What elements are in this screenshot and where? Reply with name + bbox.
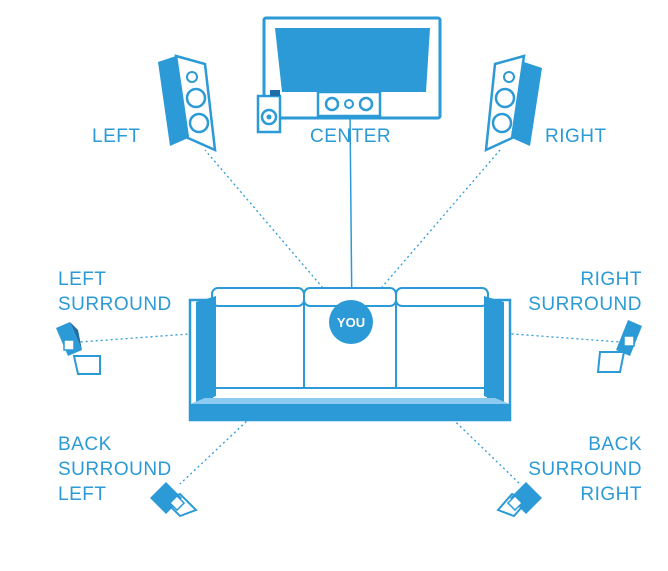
label-back-surround-left-line1: BACK	[58, 434, 112, 455]
listener-icon: YOU	[329, 300, 373, 344]
back-surround-left-speaker-icon	[150, 482, 198, 518]
label-left-surround-line2: SURROUND	[58, 294, 172, 315]
label-back-surround-right-line1: BACK	[588, 434, 642, 455]
label-back-surround-left-line2: SURROUND	[58, 459, 172, 480]
label-back-surround-right-line3: RIGHT	[580, 484, 642, 505]
label-left-surround-line1: LEFT	[58, 269, 107, 290]
back-surround-right-speaker-icon	[496, 482, 542, 518]
right-surround-speaker-icon	[596, 320, 642, 373]
label-back-surround-left-line3: LEFT	[58, 484, 107, 505]
subwoofer-icon	[256, 90, 282, 134]
label-back-surround-right: BACK SURROUND RIGHT	[528, 432, 642, 507]
left-speaker-icon	[158, 54, 217, 153]
label-back-surround-left: BACK SURROUND LEFT	[58, 432, 172, 507]
label-back-surround-right-line2: SURROUND	[528, 459, 642, 480]
label-center: CENTER	[310, 126, 392, 147]
line-back-left	[179, 321, 353, 485]
label-left: LEFT	[92, 126, 141, 147]
label-right-surround-line2: SURROUND	[528, 294, 642, 315]
label-right-surround-line1: RIGHT	[580, 269, 642, 290]
label-left-surround: LEFT SURROUND	[58, 267, 172, 317]
label-right: RIGHT	[545, 126, 607, 147]
listener-label: YOU	[337, 315, 365, 330]
left-surround-speaker-icon	[56, 322, 101, 375]
center-speaker-icon	[316, 90, 382, 118]
right-speaker-icon	[484, 54, 542, 153]
label-right-surround: RIGHT SURROUND	[528, 267, 642, 317]
tv-icon	[262, 16, 442, 120]
